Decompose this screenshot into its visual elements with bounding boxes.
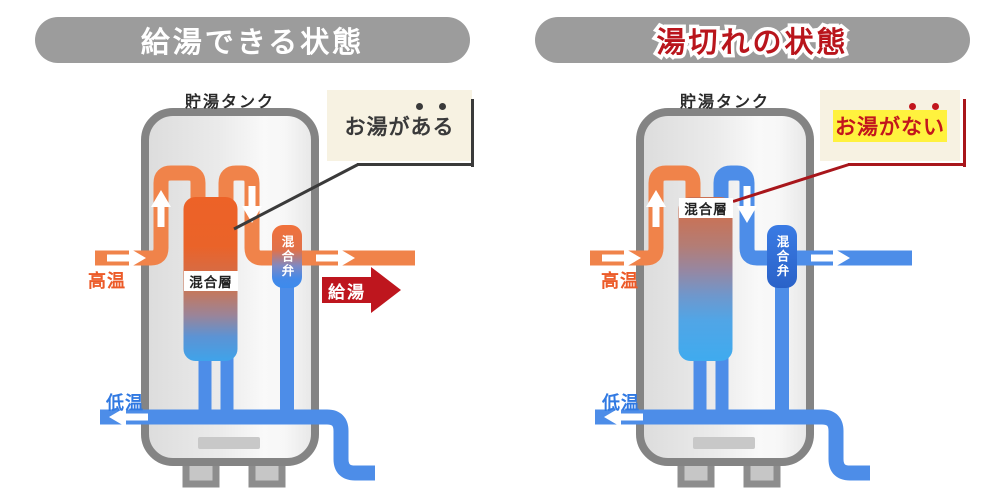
callout-shadow-right: [471, 99, 474, 167]
header-title-right: 湯切れの状態湯切れの状態: [653, 19, 849, 63]
flow-arrow-right-icon: [811, 248, 850, 268]
water-column: [678, 197, 733, 361]
flow-arrow-right-icon: [316, 248, 355, 268]
callout-shadow-bottom: [357, 163, 474, 166]
callout-leader-line: [732, 163, 850, 203]
supply-arrow-label: 給湯: [328, 283, 366, 302]
mixing-layer-label-left: 混合層: [184, 271, 238, 291]
flow-arrow-down-icon: [737, 186, 757, 223]
callout-leader-line: [233, 163, 359, 231]
header-title-right-outline: 湯切れの状態: [653, 24, 849, 63]
emphasis-dot-icon: [439, 103, 446, 110]
mixing-valve-label-right: 混合弁: [774, 235, 789, 279]
callout-highlight: お湯がない: [833, 109, 947, 142]
flow-arrow-up-icon: [151, 190, 171, 227]
emphasis-dot-icon: [909, 103, 916, 110]
header-pill-left: 給湯できる状態: [35, 17, 470, 63]
callout-emphasis-text: ある: [410, 115, 455, 139]
cold-circulation-pipe: [713, 165, 770, 266]
callout-text: お湯が: [344, 115, 411, 139]
callout-shadow-bottom: [848, 163, 966, 166]
header-title-left: 給湯できる状態: [140, 27, 365, 59]
emphasis-dot-icon: [932, 103, 939, 110]
flow-arrow-right-icon: [107, 248, 146, 268]
tank-title-left: 貯湯タンク: [184, 94, 275, 111]
mixing-valve: [767, 225, 797, 288]
cold-outlet-label-left: 低温: [106, 393, 144, 413]
hot-circulation-pipe: [590, 165, 701, 266]
cold-water-pipe: [595, 409, 870, 481]
header-pill-right: 湯切れの状態湯切れの状態: [535, 17, 970, 63]
right-tank-group: [590, 108, 912, 488]
mixing-layer-label-right: 混合層: [679, 198, 733, 218]
callout-emphasis-text: ない: [901, 115, 945, 139]
hot-inlet-label-left: 高温: [88, 271, 126, 291]
tank-title-right: 貯湯タンク: [679, 94, 770, 111]
callout-hot-water-available: お湯がある: [327, 90, 474, 167]
mixing-valve-label-left: 混合弁: [279, 235, 294, 279]
cold-outlet-label-right: 低温: [602, 393, 640, 413]
callout-shadow-right: [963, 99, 966, 167]
tank-vent-slot: [198, 437, 260, 449]
flow-arrow-up-icon: [646, 190, 666, 227]
flow-arrow-down-icon: [242, 186, 262, 223]
flow-arrow-left-icon: [109, 407, 148, 427]
hot-inlet-label-right: 高温: [601, 271, 639, 291]
flow-arrow-left-icon: [604, 407, 643, 427]
supply-arrow: [322, 267, 401, 313]
callout-text: お湯が: [835, 115, 901, 139]
cold-water-pipe: [100, 409, 375, 481]
mixing-valve: [272, 225, 302, 288]
emphasis-dot-icon: [416, 103, 423, 110]
flow-arrow-right-icon: [602, 248, 641, 268]
tank-vent-slot: [693, 437, 755, 449]
callout-no-hot-water: お湯がない: [820, 90, 966, 167]
